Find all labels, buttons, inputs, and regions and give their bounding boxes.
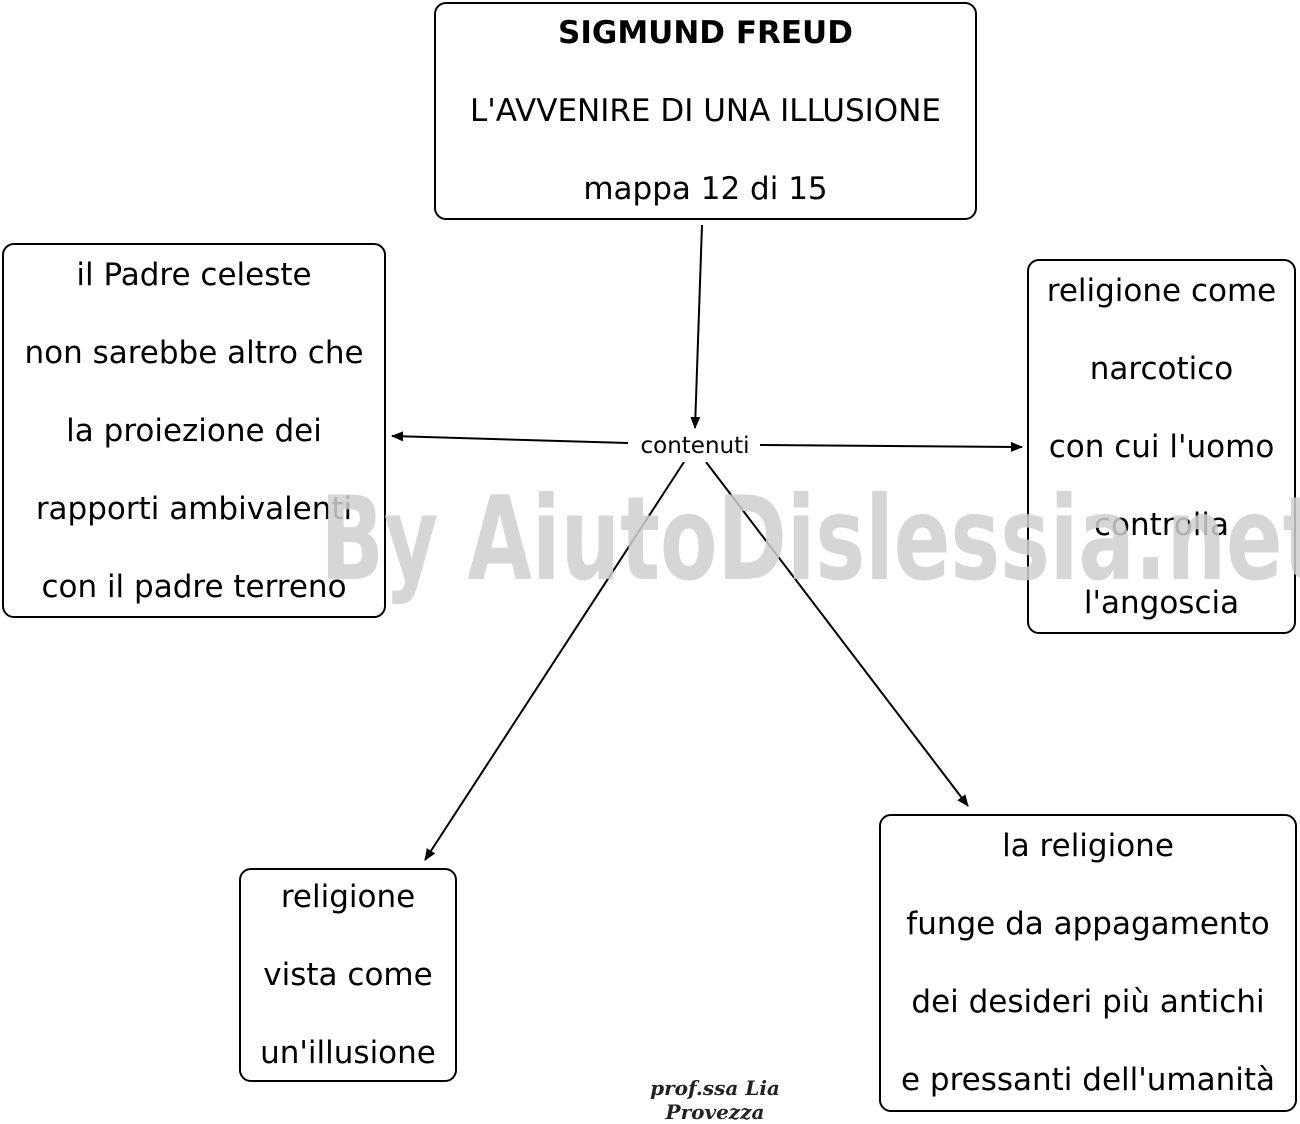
node-line: la proiezione dei [66,412,322,449]
node-line: la religione [1002,828,1174,864]
node-line: controlla [1093,506,1230,543]
link-label-contenuti: contenuti [632,430,758,462]
node-line: vista come [263,957,433,993]
node-line: e pressanti dell'umanità [900,1062,1276,1098]
node-line: funge da appagamento [906,906,1270,942]
edge-label-to-illusione [424,461,685,861]
node-line: rapporti ambivalenti [35,490,353,527]
node-line: con cui l'uomo [1048,428,1275,465]
node-line: religione [280,879,416,915]
title-author: SIGMUND FREUD [558,15,853,51]
title-work: L'AVVENIRE DI UNA ILLUSIONE [470,93,941,129]
node-illusione: religione vista come un'illusione [239,868,457,1082]
node-padre-celeste: il Padre celeste non sarebbe altro che l… [2,243,386,618]
edge-title-to-label [690,224,703,429]
node-line: narcotico [1089,350,1234,387]
node-line: con il padre terreno [41,568,347,605]
node-line: religione come [1046,272,1277,309]
node-appagamento: la religione funge da appagamento dei de… [879,814,1297,1112]
title-map-number: mappa 12 di 15 [583,171,828,207]
node-title: SIGMUND FREUD L'AVVENIRE DI UNA ILLUSION… [434,2,977,220]
edge-label-to-padre [391,431,629,444]
node-line: un'illusione [260,1035,436,1071]
node-line: il Padre celeste [76,256,312,293]
edge-label-to-appagamento [705,461,969,807]
node-line: non sarebbe altro che [24,334,364,371]
node-line: dei desideri più antichi [911,984,1265,1020]
author-signature: prof.ssa Lia Provezza [650,1076,780,1124]
node-line: l'angoscia [1083,584,1240,621]
edge-label-to-narcotico [759,441,1023,452]
node-narcotico: religione come narcotico con cui l'uomo … [1027,259,1296,634]
